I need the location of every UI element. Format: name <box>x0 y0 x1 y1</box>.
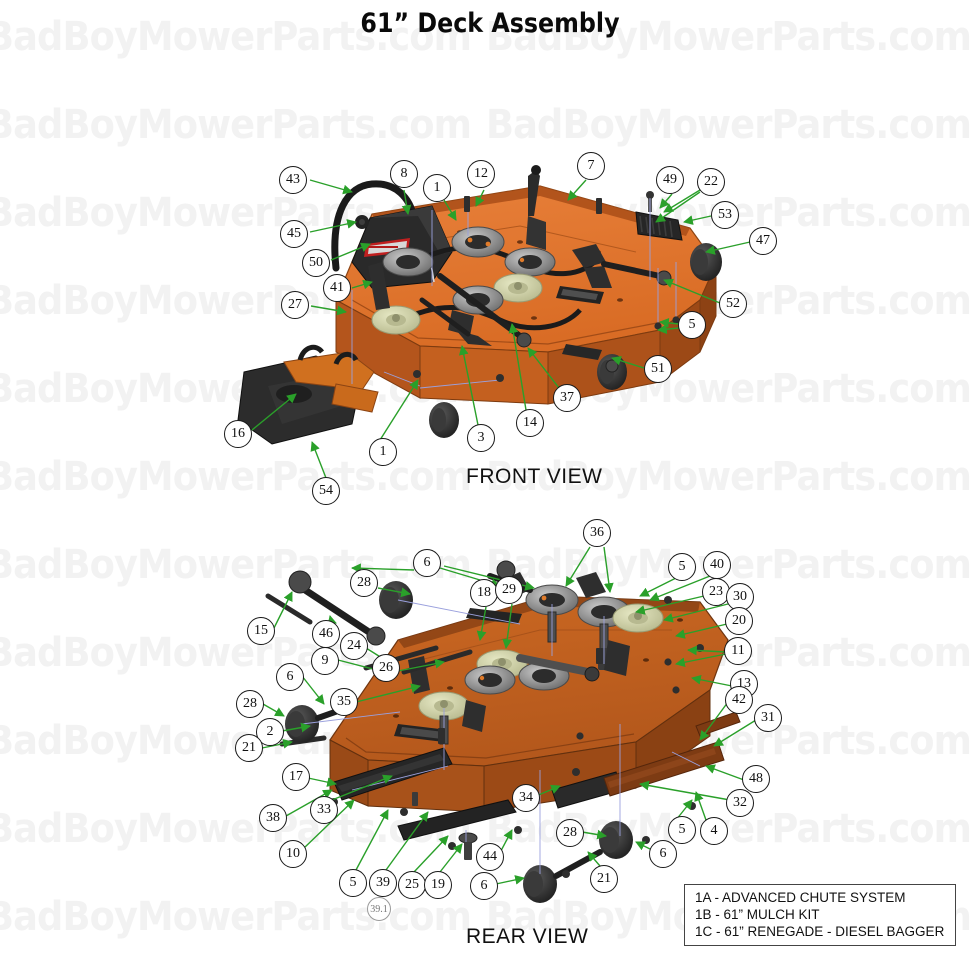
callout-bubble-5[interactable]: 5 <box>668 816 696 844</box>
callout-bubble-41[interactable]: 41 <box>323 274 351 302</box>
callout-bubble-1[interactable]: 1 <box>369 438 397 466</box>
legend-box: 1A - ADVANCED CHUTE SYSTEM 1B - 61” MULC… <box>684 884 956 946</box>
callout-bubble-17[interactable]: 17 <box>282 763 310 791</box>
callout-bubble-3[interactable]: 3 <box>467 424 495 452</box>
callout-bubble-46[interactable]: 46 <box>312 620 340 648</box>
front-discharge-chute <box>237 344 379 445</box>
callout-bubble-1[interactable]: 1 <box>423 174 451 202</box>
callout-bubble-29[interactable]: 29 <box>495 576 523 604</box>
rear-pulleys <box>418 584 664 721</box>
callout-bubble-30[interactable]: 30 <box>726 583 754 611</box>
callout-bubble-5[interactable]: 5 <box>339 869 367 897</box>
callout-bubble-39[interactable]: 39 <box>369 869 397 897</box>
callout-bubble-20[interactable]: 20 <box>725 607 753 635</box>
callout-bubble-11[interactable]: 11 <box>724 637 752 665</box>
callout-bubble-51[interactable]: 51 <box>644 355 672 383</box>
callout-bubble-9[interactable]: 9 <box>311 647 339 675</box>
callout-bubble-47[interactable]: 47 <box>749 227 777 255</box>
front-knob <box>355 215 369 229</box>
callout-bubble-38[interactable]: 38 <box>259 804 287 832</box>
callout-bubble-44[interactable]: 44 <box>476 843 504 871</box>
callout-bubble-10[interactable]: 10 <box>279 840 307 868</box>
callout-bubble-28[interactable]: 28 <box>556 819 584 847</box>
callout-bubble-37[interactable]: 37 <box>553 384 581 412</box>
callout-bubble-5[interactable]: 5 <box>678 311 706 339</box>
callout-bubble-27[interactable]: 27 <box>281 291 309 319</box>
callout-bubble-40[interactable]: 40 <box>703 551 731 579</box>
legend-line-1a: 1A - ADVANCED CHUTE SYSTEM <box>695 890 906 905</box>
callout-bubble-28[interactable]: 28 <box>236 690 264 718</box>
rear-view-assembly <box>261 546 757 903</box>
page-title: 61” Deck Assembly <box>360 8 620 39</box>
callout-bubble-54[interactable]: 54 <box>312 477 340 505</box>
legend-line-1c: 1C - 61” RENEGADE - DIESEL BAGGER <box>695 924 945 939</box>
callout-bubble-21[interactable]: 21 <box>235 734 263 762</box>
callout-bubble-6[interactable]: 6 <box>413 549 441 577</box>
callout-bubble-49[interactable]: 49 <box>656 166 684 194</box>
callout-bubble-33[interactable]: 33 <box>310 796 338 824</box>
callout-bubble-22[interactable]: 22 <box>697 168 725 196</box>
callout-bubble-25[interactable]: 25 <box>398 871 426 899</box>
callout-bubble-19[interactable]: 19 <box>424 871 452 899</box>
callout-bubble-45[interactable]: 45 <box>280 220 308 248</box>
callout-bubble-6[interactable]: 6 <box>649 840 677 868</box>
callout-bubble-24[interactable]: 24 <box>340 632 368 660</box>
callout-bubble-31[interactable]: 31 <box>754 704 782 732</box>
callout-bubble-23[interactable]: 23 <box>702 578 730 606</box>
front-view-assembly <box>237 165 751 479</box>
callout-bubble-21[interactable]: 21 <box>590 865 618 893</box>
callout-bubble-14[interactable]: 14 <box>516 409 544 437</box>
callout-bubble-15[interactable]: 15 <box>247 617 275 645</box>
callout-bubble-43[interactable]: 43 <box>279 166 307 194</box>
callout-bubble-42[interactable]: 42 <box>725 686 753 714</box>
callout-bubble-28[interactable]: 28 <box>350 569 378 597</box>
callout-bubble-53[interactable]: 53 <box>711 201 739 229</box>
callout-bubble-36[interactable]: 36 <box>583 519 611 547</box>
callout-bubble-48[interactable]: 48 <box>742 765 770 793</box>
callout-bubble-18[interactable]: 18 <box>470 579 498 607</box>
callout-bubble-35[interactable]: 35 <box>330 688 358 716</box>
callout-bubble-52[interactable]: 52 <box>719 290 747 318</box>
callout-bubble-39.1[interactable]: 39.1 <box>367 897 391 921</box>
callout-bubble-12[interactable]: 12 <box>467 160 495 188</box>
callout-bubble-32[interactable]: 32 <box>726 789 754 817</box>
callout-bubble-5[interactable]: 5 <box>668 553 696 581</box>
callout-bubble-4[interactable]: 4 <box>700 817 728 845</box>
front-leader-lines <box>251 179 751 479</box>
front-lift-lever <box>526 165 546 250</box>
callout-bubble-6[interactable]: 6 <box>276 663 304 691</box>
rear-view-label: REAR VIEW <box>466 925 589 948</box>
callout-bubble-50[interactable]: 50 <box>302 249 330 277</box>
callout-bubble-26[interactable]: 26 <box>372 654 400 682</box>
rear-baffles <box>333 711 741 841</box>
callout-bubble-34[interactable]: 34 <box>512 784 540 812</box>
front-right-plate <box>635 191 683 241</box>
front-view-label: FRONT VIEW <box>466 465 603 488</box>
callout-bubble-16[interactable]: 16 <box>224 420 252 448</box>
rear-blade-hardware <box>412 792 478 860</box>
callout-bubble-6[interactable]: 6 <box>470 872 498 900</box>
front-pulleys <box>371 226 556 335</box>
callout-bubble-8[interactable]: 8 <box>390 160 418 188</box>
legend-line-1b: 1B - 61” MULCH KIT <box>695 907 820 922</box>
callout-bubble-7[interactable]: 7 <box>577 152 605 180</box>
rear-deck-wheels <box>285 581 633 903</box>
